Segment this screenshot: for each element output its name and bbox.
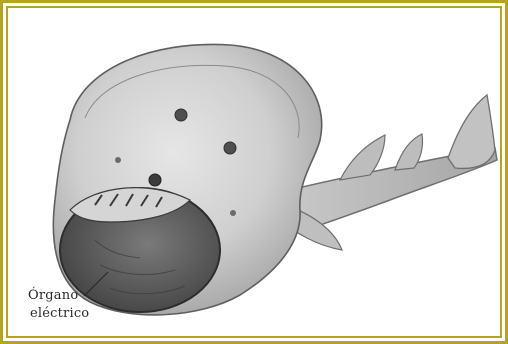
caudal-fin <box>448 95 495 168</box>
eye-spot-2 <box>224 142 236 154</box>
eye-spot-1 <box>175 109 187 121</box>
organ-label-line1: Órgano <box>28 288 78 303</box>
small-spot-2 <box>230 210 236 216</box>
eye-spot-3 <box>149 174 161 186</box>
organ-label-line2: eléctrico <box>30 306 89 321</box>
small-spot-1 <box>115 157 121 163</box>
